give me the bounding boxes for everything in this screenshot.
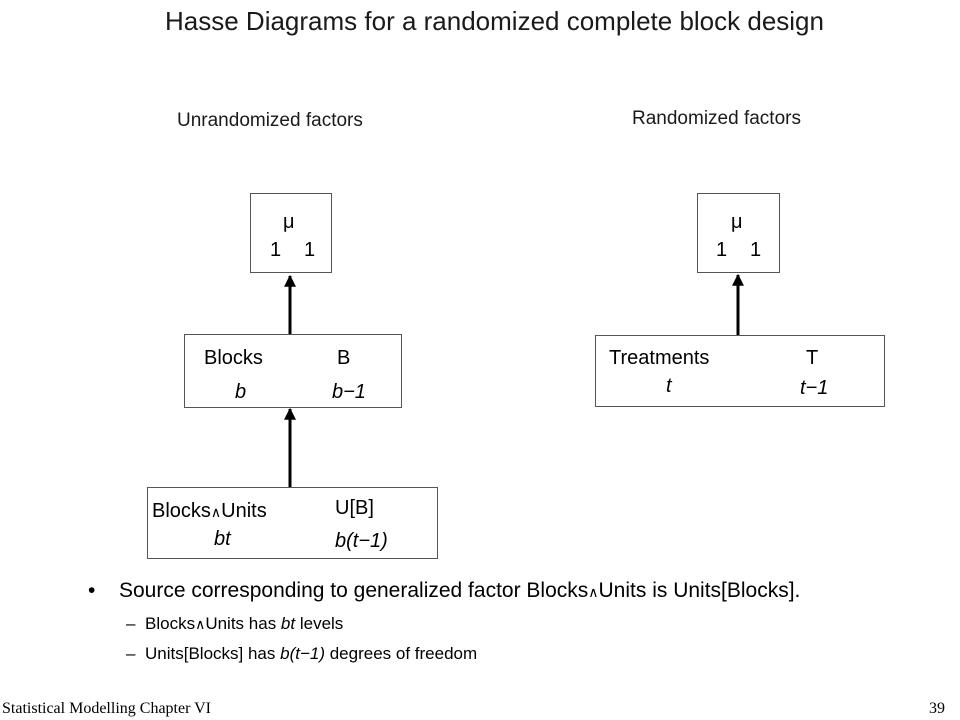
bullet-main: • Source corresponding to generalized fa… (88, 579, 801, 602)
node-mu-randomized: μ 1 1 (697, 193, 780, 273)
mu-symbol-r: μ (731, 211, 743, 233)
mu-levels: 1 (270, 239, 282, 261)
mu-df-r: 1 (750, 239, 762, 261)
bullet-sub-df: – Units[Blocks] has b(t−1) degrees of fr… (126, 644, 478, 663)
blocks-df: b−1 (332, 381, 366, 403)
bullet-dot: • (88, 579, 96, 602)
node-mu-unrandomized: μ 1 1 (250, 193, 332, 273)
node-blocks: Blocks B b b−1 (184, 334, 402, 408)
treatments-code: T (806, 347, 819, 369)
mu-symbol: μ (283, 211, 295, 233)
page-number: 39 (929, 700, 945, 717)
bullet-sub-levels: – Blocks∧Units has bt levels (126, 614, 344, 633)
units-code: U[B] (335, 497, 374, 519)
randomized-heading: Randomized factors (632, 108, 801, 129)
mu-df: 1 (304, 239, 316, 261)
unrandomized-heading: Unrandomized factors (177, 110, 363, 131)
node-treatments: Treatments T t t−1 (595, 335, 885, 407)
node-blocks-units: Blocks∧Units U[B] bt b(t−1) (147, 487, 438, 559)
blocks-code: B (337, 347, 351, 369)
blocks-levels: b (235, 381, 247, 403)
treatments-name: Treatments (609, 347, 710, 369)
units-levels: bt (214, 528, 231, 550)
units-name: Blocks∧Units (152, 500, 267, 522)
footer-text: Statistical Modelling Chapter VI (2, 700, 212, 717)
mu-levels-r: 1 (716, 239, 728, 261)
units-df: b(t−1) (335, 530, 388, 552)
slide-title: Hasse Diagrams for a randomized complete… (165, 6, 824, 36)
bullet-list: • Source corresponding to generalized fa… (88, 578, 888, 665)
blocks-name: Blocks (204, 347, 263, 369)
treatments-df: t−1 (800, 377, 829, 399)
treatments-levels: t (666, 375, 672, 397)
